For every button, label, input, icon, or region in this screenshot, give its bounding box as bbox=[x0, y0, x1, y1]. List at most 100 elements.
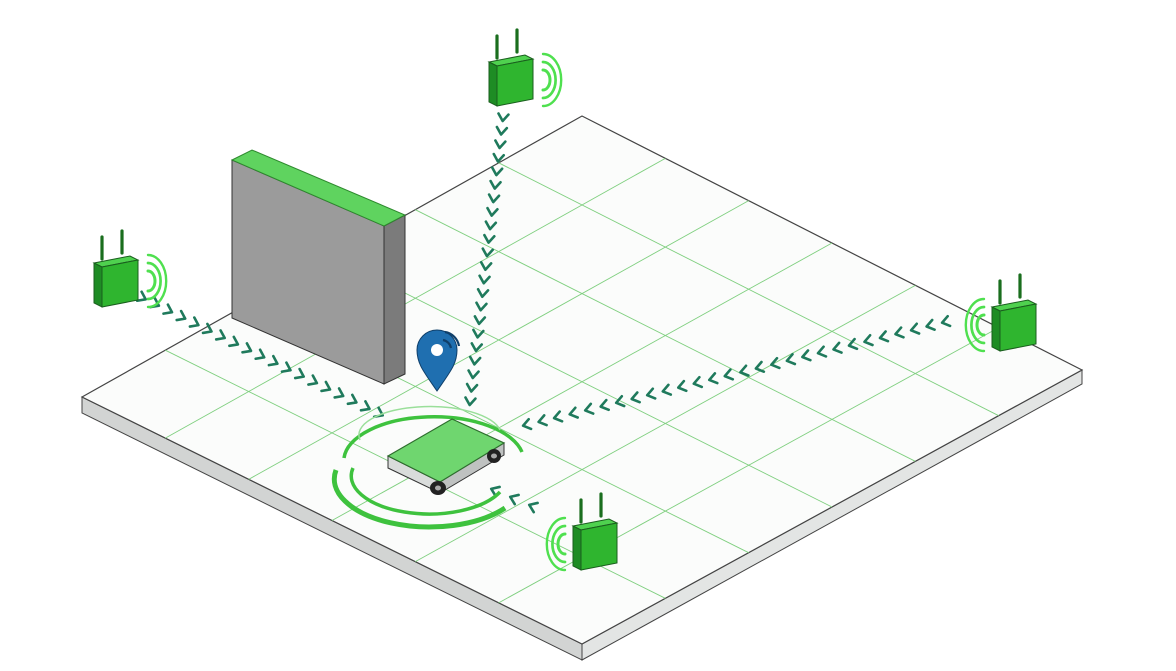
signal-arrow-icon bbox=[472, 328, 485, 339]
wall-top-face bbox=[230, 149, 407, 227]
signal-arrow-icon bbox=[489, 485, 501, 498]
signal-arrow-icon bbox=[188, 316, 200, 328]
robot-wheel bbox=[491, 453, 497, 459]
wall-side-face bbox=[383, 214, 406, 385]
signal-arrow-icon bbox=[552, 410, 564, 423]
signal-arrow-icon bbox=[495, 125, 509, 136]
signal-arrow-icon bbox=[832, 341, 843, 354]
wifi-anchor-icon bbox=[545, 492, 619, 572]
signal-arrow-icon bbox=[483, 233, 496, 244]
signal-arrow-icon bbox=[254, 348, 266, 361]
signal-arrow-icon bbox=[661, 383, 673, 396]
signal-arrow-icon bbox=[267, 354, 279, 367]
signal-arc bbox=[975, 313, 986, 337]
signal-arrow-icon bbox=[320, 380, 332, 393]
signal-arrow-icon bbox=[925, 318, 936, 332]
signal-arrow-icon bbox=[135, 290, 147, 303]
robot-top bbox=[386, 418, 506, 483]
signal-arrow-icon bbox=[894, 326, 905, 339]
signal-arrow-icon bbox=[847, 337, 859, 351]
signal-arrow-icon bbox=[481, 247, 495, 258]
signal-arrow-icon bbox=[583, 402, 595, 415]
signal-arrow-icon bbox=[909, 322, 921, 335]
wifi-anchor-icon bbox=[964, 273, 1038, 353]
signal-arrow-icon bbox=[863, 333, 874, 347]
signal-arc bbox=[545, 516, 567, 572]
ring-upper bbox=[342, 415, 524, 459]
signal-arrow-icon bbox=[785, 352, 797, 366]
signal-arrow-icon bbox=[723, 368, 735, 381]
signal-arc bbox=[556, 532, 567, 556]
anchor-side-face bbox=[991, 306, 1001, 352]
signal-arrow-icon bbox=[537, 414, 548, 427]
pin-body bbox=[416, 329, 458, 392]
signal-arrow-icon bbox=[228, 335, 240, 348]
signal-arc bbox=[970, 305, 986, 345]
signal-arrow-icon bbox=[359, 400, 371, 412]
signal-arc bbox=[541, 52, 563, 108]
signal-arrow-icon bbox=[490, 166, 504, 177]
signal-arc bbox=[551, 524, 567, 564]
anchor-front-face bbox=[101, 259, 139, 308]
pin-signal-arc bbox=[444, 330, 461, 347]
wall-obstacle-icon bbox=[230, 149, 407, 385]
signal-arrow-icon bbox=[878, 330, 890, 343]
signal-arrows bbox=[135, 112, 952, 514]
signal-arc bbox=[964, 297, 986, 353]
signal-arc bbox=[541, 60, 557, 100]
anchor-side-face bbox=[93, 262, 103, 308]
signal-arrow-icon bbox=[280, 361, 292, 373]
signal-arrow-icon bbox=[475, 301, 488, 312]
signal-arrow-icon bbox=[816, 345, 828, 358]
wifi-anchor-icon bbox=[487, 28, 563, 108]
anchor-side-face bbox=[488, 61, 498, 107]
signal-arrow-icon bbox=[676, 379, 688, 393]
robot-vehicle-icon bbox=[386, 418, 506, 495]
signal-arrow-icon bbox=[630, 391, 641, 404]
ring-upper-faint bbox=[358, 405, 501, 441]
anchor-front-face bbox=[999, 303, 1037, 352]
signal-arc bbox=[146, 261, 162, 301]
ring-outer bbox=[331, 469, 507, 530]
signal-arrow-icon bbox=[508, 493, 520, 506]
signal-arc bbox=[146, 269, 157, 293]
signal-arrow-icon bbox=[479, 260, 493, 272]
signal-arrow-icon bbox=[487, 193, 501, 204]
signal-arrow-icon bbox=[645, 387, 657, 400]
signal-arrow-icon bbox=[739, 364, 750, 377]
signal-arrow-icon bbox=[497, 112, 510, 123]
signal-arrow-icon bbox=[692, 375, 704, 389]
signal-arrow-icon bbox=[175, 309, 187, 322]
signal-arrow-icon bbox=[465, 382, 479, 393]
signal-arc bbox=[541, 68, 552, 92]
signal-arrow-icon bbox=[476, 287, 490, 299]
signal-arrow-icon bbox=[467, 369, 480, 380]
pin-hole bbox=[431, 344, 443, 356]
signal-arrow-icon bbox=[293, 367, 305, 380]
signal-arrow-icon bbox=[527, 501, 539, 514]
ring-inner bbox=[349, 467, 502, 516]
robot-wheel bbox=[435, 485, 441, 491]
anchor-front-face bbox=[580, 522, 618, 571]
signal-arrow-icon bbox=[940, 314, 952, 328]
signal-arrow-icon bbox=[473, 315, 487, 326]
anchor-front-face bbox=[496, 58, 534, 107]
signal-arrow-icon bbox=[464, 396, 477, 407]
pin-signal-arc bbox=[442, 338, 453, 349]
signal-arrow-icon bbox=[568, 406, 579, 419]
signal-arrow-icon bbox=[770, 356, 781, 370]
signal-arrow-icon bbox=[468, 355, 482, 366]
signal-arrow-icon bbox=[801, 349, 812, 362]
signal-arrow-icon bbox=[489, 179, 502, 190]
signal-arrow-icon bbox=[333, 387, 345, 399]
anchor-side-face bbox=[572, 525, 582, 571]
location-pin-icon bbox=[416, 329, 461, 392]
signal-arrow-icon bbox=[307, 374, 319, 386]
wifi-anchors bbox=[92, 28, 1038, 572]
signal-arrow-icon bbox=[214, 329, 226, 341]
signal-arrow-icon bbox=[241, 342, 253, 354]
signal-arrow-icon bbox=[478, 274, 491, 285]
signal-arrow-icon bbox=[614, 394, 626, 408]
signal-arrow-icon bbox=[484, 220, 498, 231]
